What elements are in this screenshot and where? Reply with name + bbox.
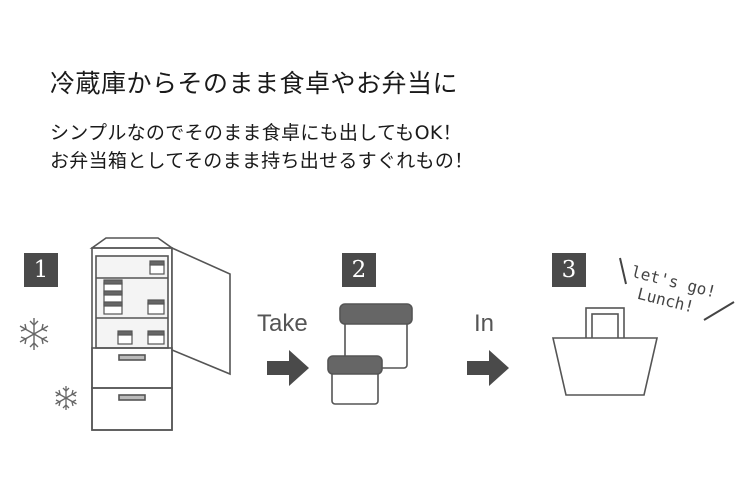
subtext-line-2: お弁当箱としてそのまま持ち出せるすぐれもの！ bbox=[50, 150, 474, 172]
snowflake-icon bbox=[19, 318, 49, 350]
arrow-label-in: In bbox=[474, 310, 495, 337]
subtext-line-1: シンプルなのでそのまま食卓にも出してもOK！ bbox=[50, 122, 462, 144]
right-arrow-icon-2 bbox=[467, 350, 509, 386]
right-arrow-icon bbox=[267, 350, 309, 386]
refrigerator-icon bbox=[89, 237, 231, 431]
snowflake-icon-small bbox=[55, 386, 77, 410]
step-badge-2: 2 bbox=[342, 253, 376, 287]
lunch-bag-icon bbox=[551, 307, 659, 396]
speech-mark-left-icon bbox=[619, 257, 627, 285]
food-container-icon bbox=[327, 303, 413, 405]
arrow-label-take: Take bbox=[257, 310, 308, 337]
step-badge-3: 3 bbox=[552, 253, 586, 287]
heading: 冷蔵庫からそのまま食卓やお弁当に bbox=[50, 69, 459, 98]
speech-mark-right-icon bbox=[703, 301, 735, 321]
step-badge-1: 1 bbox=[24, 253, 58, 287]
